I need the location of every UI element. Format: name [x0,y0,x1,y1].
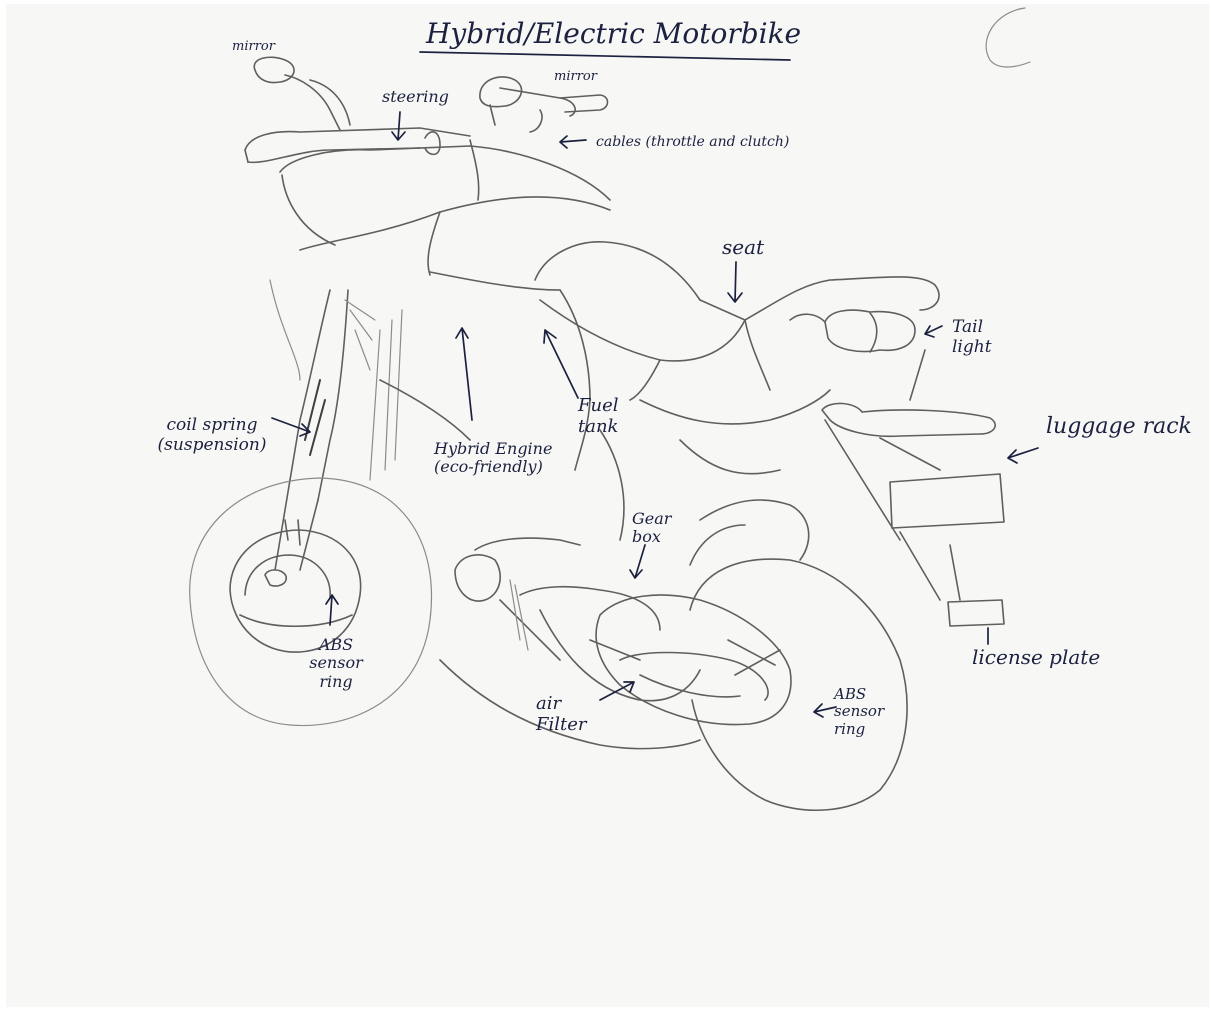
label-fuel-tank: Fuel tank [578,396,628,437]
label-coil-spring: coil spring (suspension) [152,416,272,455]
label-abs-front: ABS sensor ring [306,636,366,691]
label-mirror-left: mirror [232,40,275,55]
left-mirror [254,57,350,130]
luggage-rack-shape [822,350,995,540]
diagram-title: Hybrid/Electric Motorbike [426,18,801,50]
label-luggage-rack: luggage rack [1046,414,1192,439]
label-arrows [272,112,1038,717]
fork-shadow-left [270,280,300,380]
label-hybrid-engine: Hybrid Engine (eco-friendly) [434,440,554,477]
sketch-paper: Hybrid/Electric Motorbike mirror mirror … [6,4,1209,1007]
label-steering: steering [382,88,449,106]
engine-block [455,538,700,701]
fork-shading [370,310,402,480]
label-mirror-right: mirror [554,70,597,85]
label-tail-light: Tail light [952,318,1012,357]
front-fork [275,290,375,570]
label-gear-box: Gear box [632,510,682,547]
tank-and-seat [535,242,939,400]
motorbike-sketch [6,4,1209,1007]
front-fairing [280,140,610,290]
title-underline [420,52,790,60]
label-seat: seat [722,236,764,259]
handlebar [245,128,470,162]
label-license-plate: license plate [972,646,1100,669]
label-air-filter: air Filter [536,694,596,735]
label-abs-rear: ABS sensor ring [834,686,894,738]
right-mirror [480,77,608,132]
label-cables: cables (throttle and clutch) [596,134,789,150]
faint-circle [986,8,1030,67]
license-plate-shape [890,474,1004,626]
tail-light-shape [790,310,915,352]
